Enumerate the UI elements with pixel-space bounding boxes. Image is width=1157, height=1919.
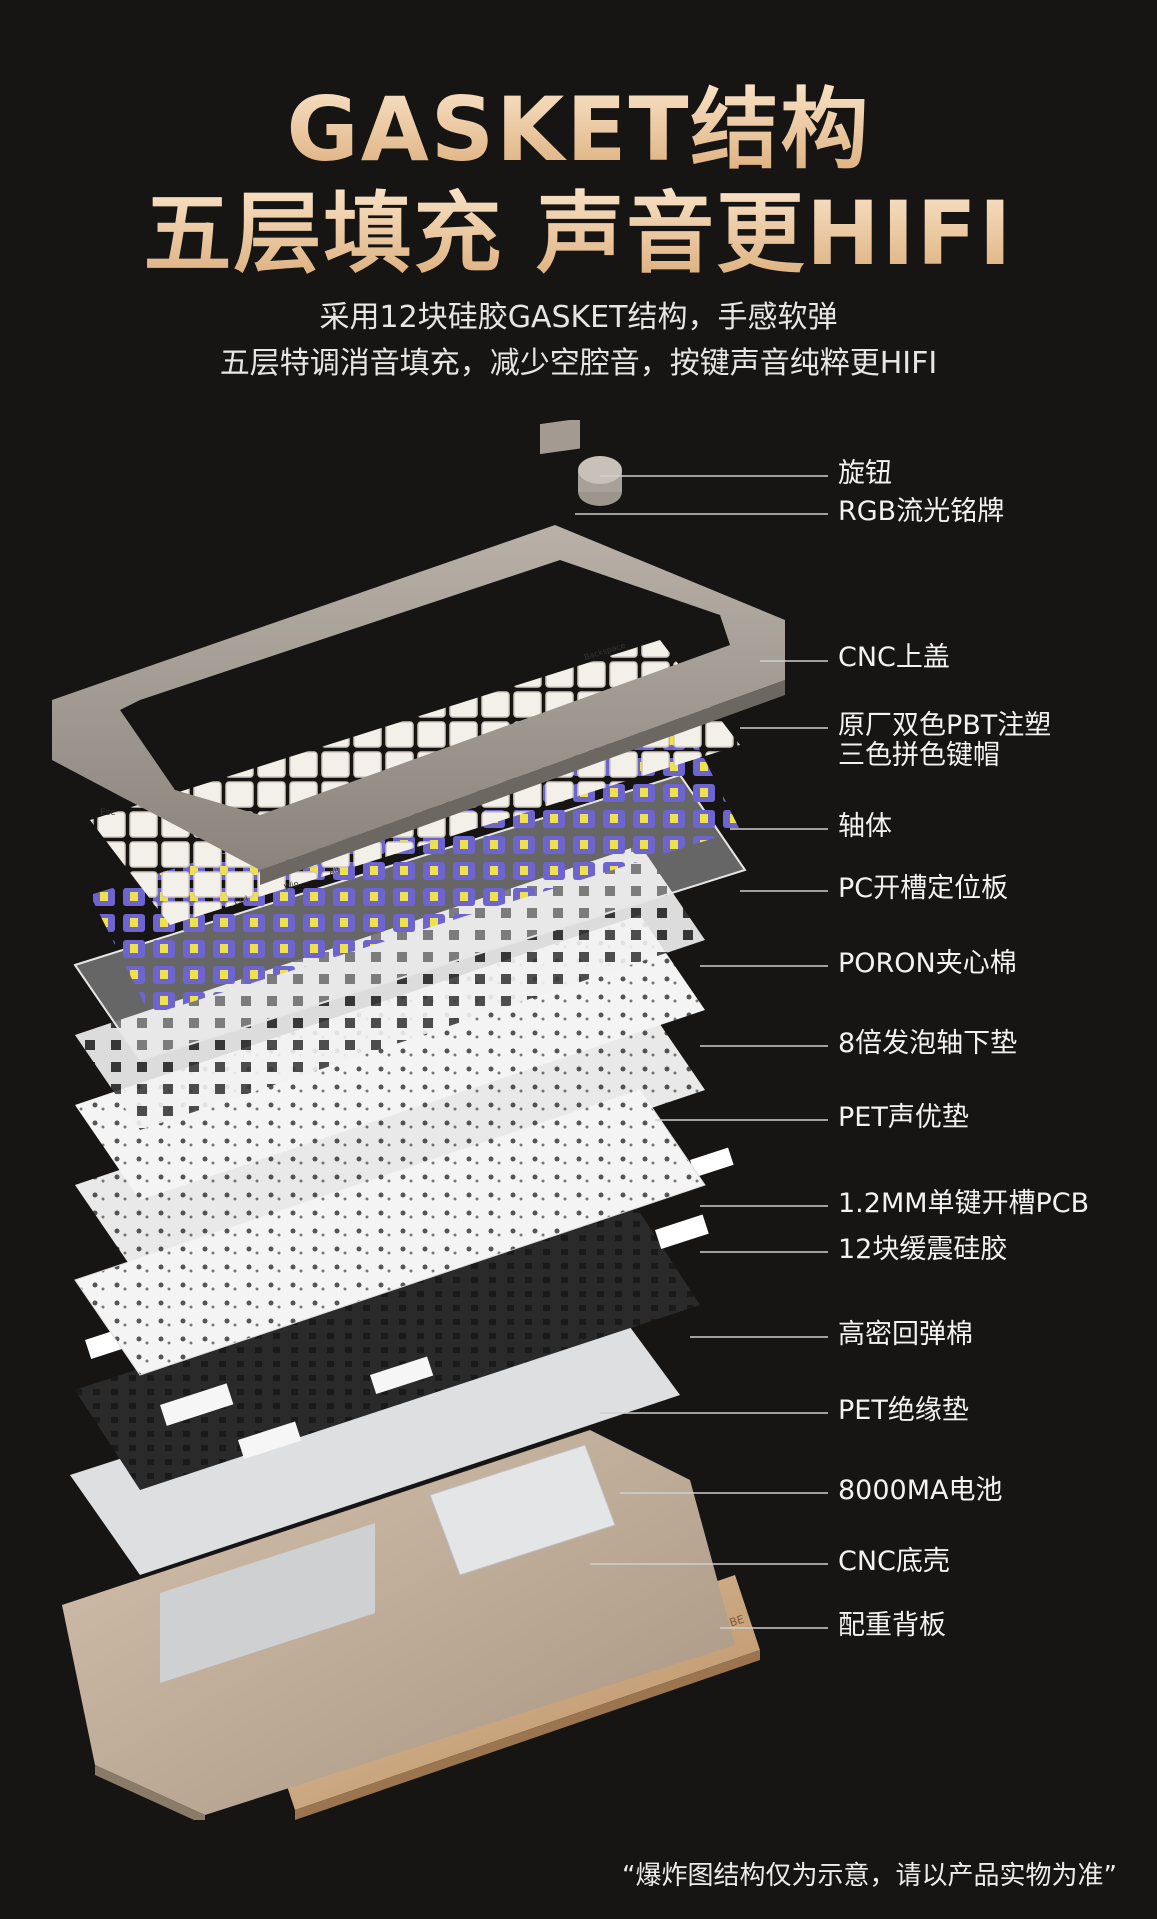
title-line-1: GASKET结构 (0, 80, 1157, 180)
exploded-keyboard-diagram: FURYCUBE (52, 420, 828, 1820)
label-knob: 旋钮 (838, 458, 892, 489)
keycap-esc: Esc (100, 808, 115, 818)
label-cnc-bottom: CNC底壳 (838, 1546, 950, 1577)
subtitle-line-2: 五层特调消音填充，减少空腔音，按键声音纯粹更HIFI (219, 346, 938, 381)
cnc-top-frame (52, 525, 785, 885)
footnote: “爆炸图结构仅为示意，请以产品实物为准” (622, 1861, 1117, 1891)
keycap-ctrl: Ctrl (233, 894, 249, 907)
label-weight-plate: 配重背板 (838, 1610, 946, 1641)
pet-insulation (70, 1300, 680, 1575)
label-poron-foam: PORON夹心棉 (838, 948, 1017, 979)
title-line-2: 五层填充 声音更HIFI (0, 184, 1157, 284)
label-pet-insulation: PET绝缘垫 (838, 1395, 969, 1426)
subtitle-line-1: 采用12块硅胶GASKET结构，手感软弹 (319, 300, 838, 335)
label-keycaps-line2: 三色拼色键帽 (838, 740, 1000, 771)
label-switch-pad: 8倍发泡轴下垫 (838, 1028, 1018, 1059)
leader-lines (575, 475, 828, 1629)
label-cnc-top: CNC上盖 (838, 642, 950, 673)
knob (578, 456, 622, 506)
label-pcb: 1.2MM单键开槽PCB (838, 1188, 1090, 1219)
label-pc-plate: PC开槽定位板 (838, 873, 1009, 904)
rgb-badge (540, 420, 580, 455)
label-switches: 轴体 (838, 811, 892, 842)
high-density-foam (75, 1205, 700, 1490)
label-rgb-badge: RGB流光铭牌 (838, 496, 1005, 527)
label-foam: 高密回弹棉 (838, 1319, 973, 1350)
battery (429, 1444, 616, 1576)
label-keycaps-line1: 原厂双色PBT注塑 (838, 710, 1052, 741)
keycap-alt: Alt (328, 865, 341, 877)
keycap-win: Win (283, 879, 300, 892)
label-battery: 8000MA电池 (838, 1475, 1003, 1506)
poron-foam (75, 845, 705, 1130)
pet-acoustic-pad (75, 995, 705, 1280)
label-pet-pad: PET声优垫 (838, 1102, 969, 1133)
label-silicone: 12块缓震硅胶 (838, 1234, 1008, 1265)
